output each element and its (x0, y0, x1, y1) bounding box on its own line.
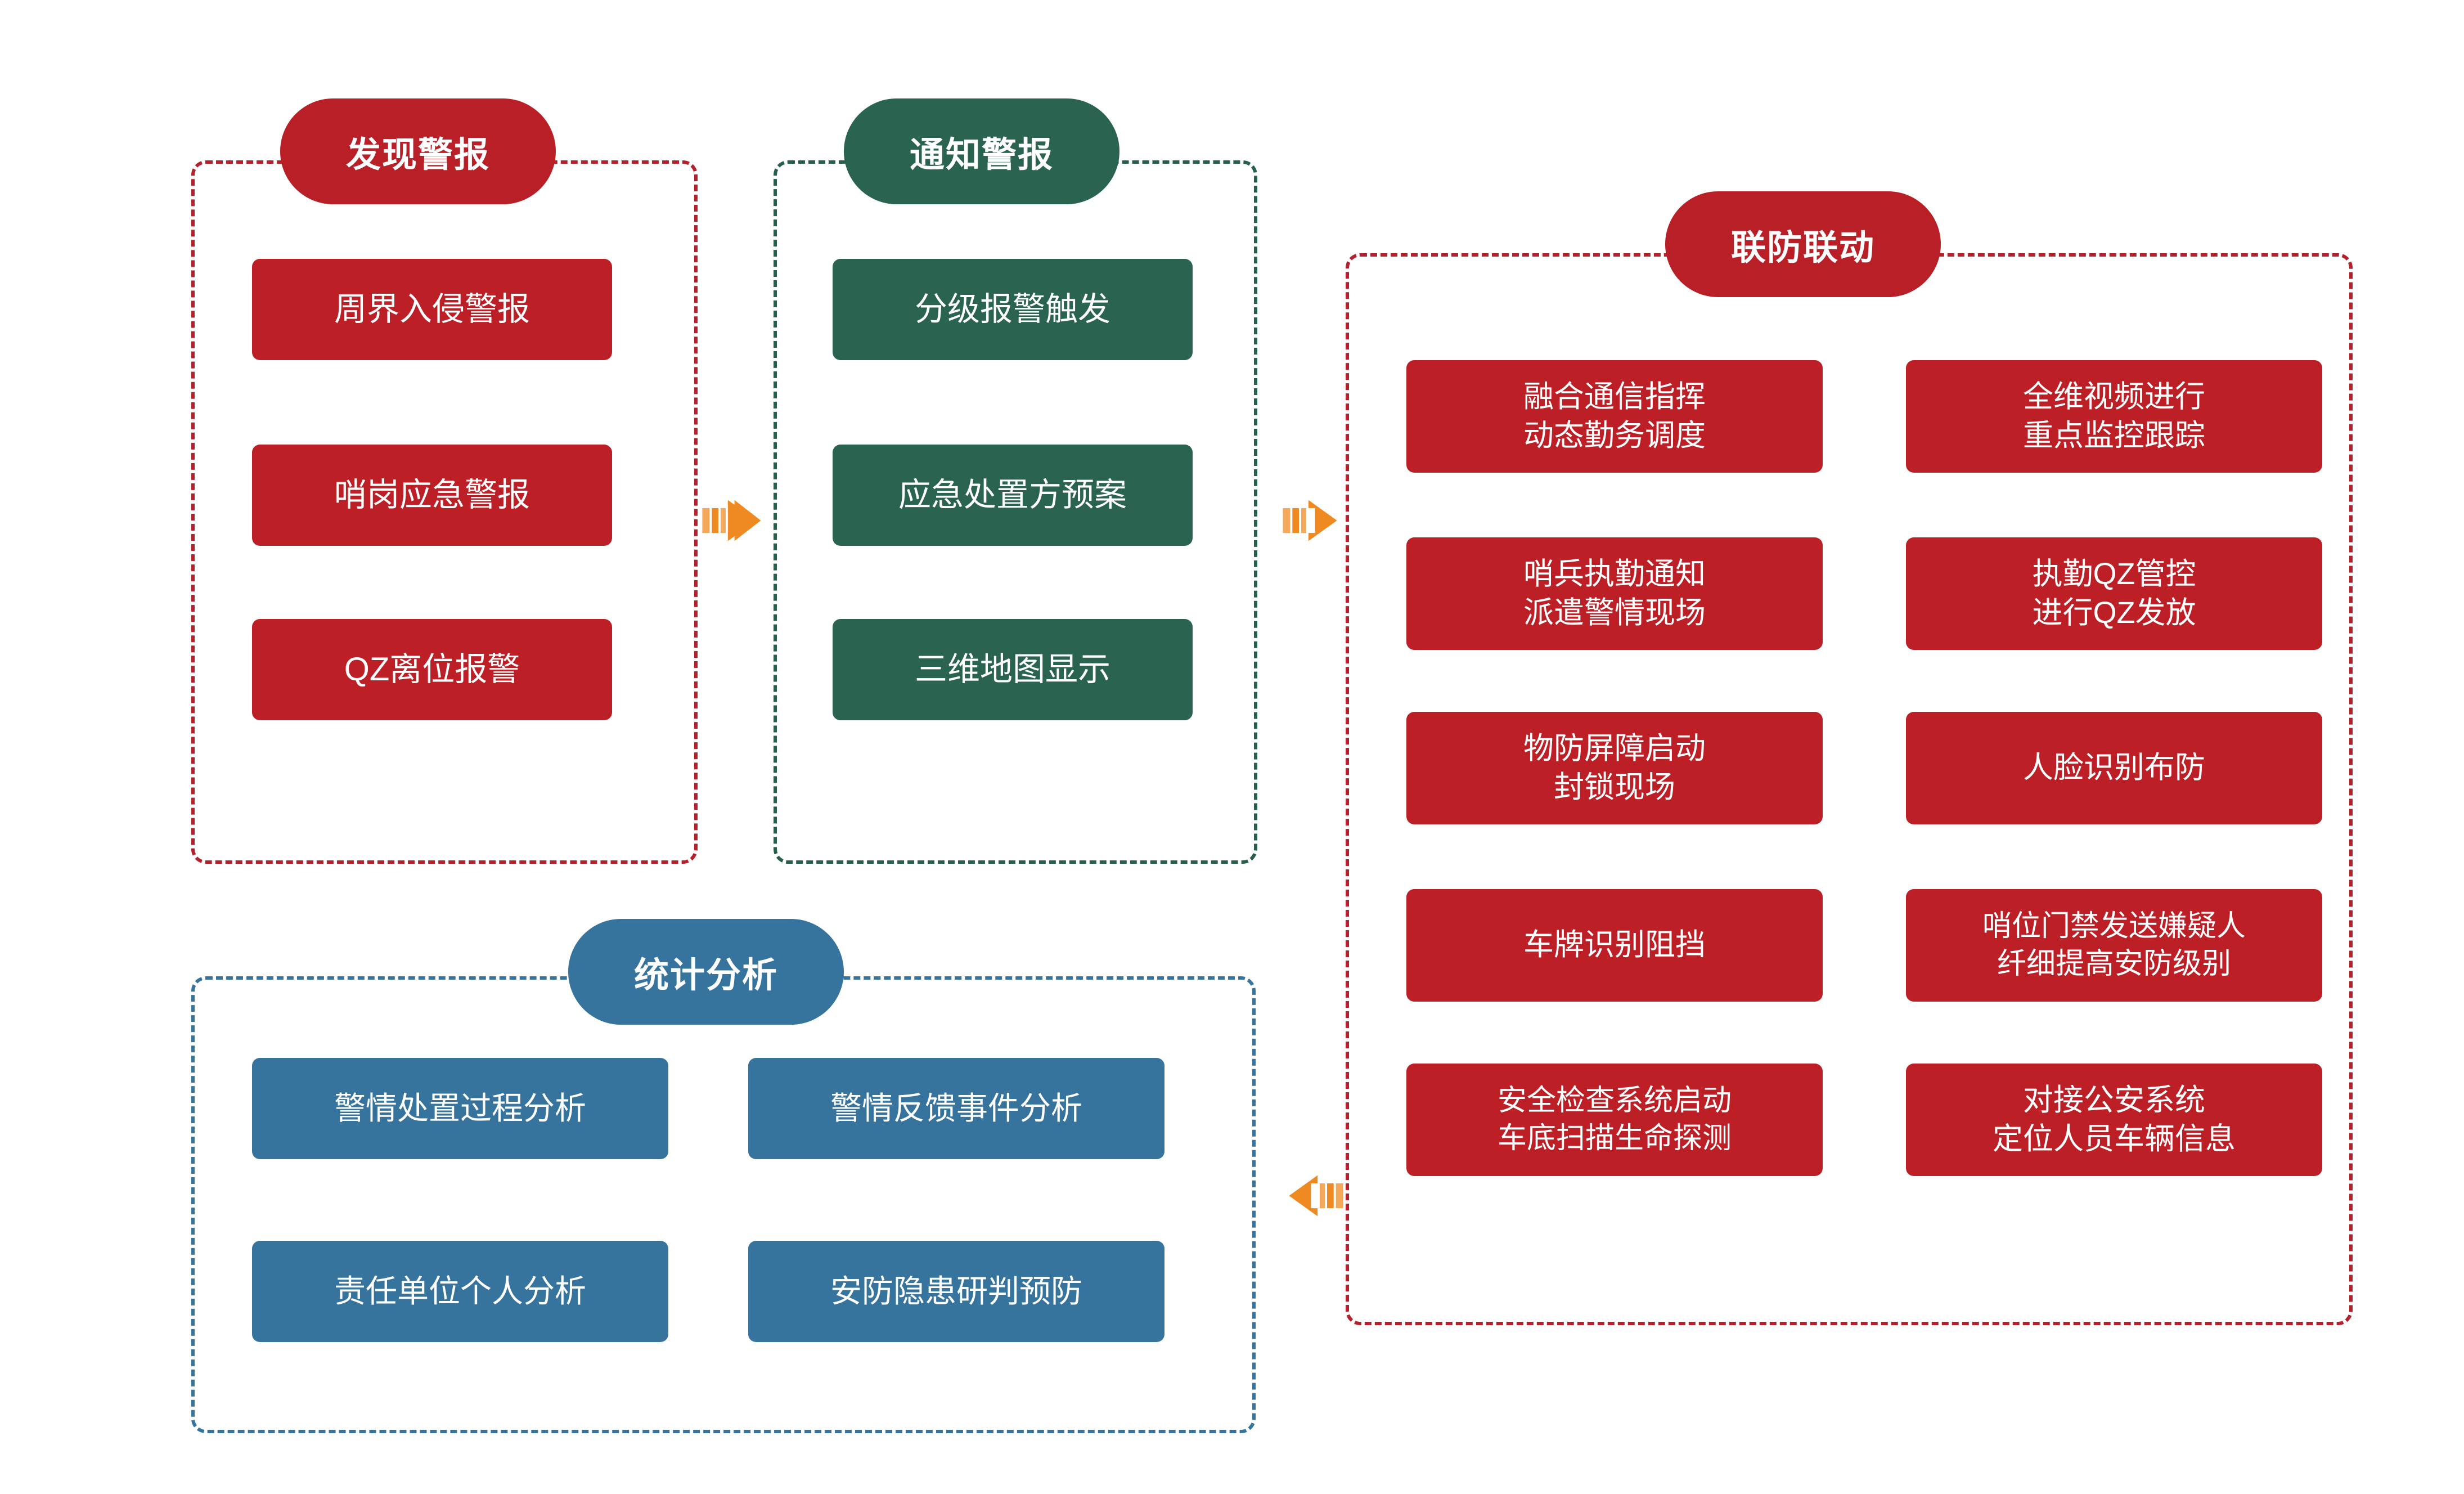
card-police-system-integration[interactable]: 对接公安系统 定位人员车辆信息 (1906, 1064, 2322, 1176)
card-converged-comm-command[interactable]: 融合通信指挥 动态勤务调度 (1406, 360, 1823, 473)
panel-title-statistical-analysis: 统计分析 (568, 919, 844, 1025)
card-alarm-handling-process-analysis[interactable]: 警情处置过程分析 (252, 1058, 668, 1159)
arrow-left-icon-joint-to-stats (1276, 1159, 1349, 1232)
card-emergency-response-plan[interactable]: 应急处置方预案 (833, 445, 1193, 546)
card-responsible-unit-person-analysis[interactable]: 责任单位个人分析 (252, 1241, 668, 1342)
card-license-plate-blocking[interactable]: 车牌识别阻挡 (1406, 889, 1823, 1002)
panel-statistical-analysis (191, 976, 1256, 1433)
card-perimeter-intrusion-alarm[interactable]: 周界入侵警报 (252, 259, 612, 360)
card-qz-offpost-alarm[interactable]: QZ离位报警 (252, 619, 612, 720)
card-sentry-emergency-alarm[interactable]: 哨岗应急警报 (252, 445, 612, 546)
card-face-recognition-deployment[interactable]: 人脸识别布防 (1906, 712, 2322, 824)
panel-title-discover-alarm: 发现警报 (280, 98, 556, 204)
arrow-right-icon-discover-to-notify (696, 484, 770, 557)
card-physical-barrier-lockdown[interactable]: 物防屏障启动 封锁现场 (1406, 712, 1823, 824)
panel-title-joint-defense: 联防联动 (1665, 191, 1941, 297)
card-gate-suspect-alert-level[interactable]: 哨位门禁发送嫌疑人 纤细提高安防级别 (1906, 889, 2322, 1002)
card-security-risk-prevention-analysis[interactable]: 安防隐患研判预防 (748, 1241, 1164, 1342)
card-security-check-undercar-scan[interactable]: 安全检查系统启动 车底扫描生命探测 (1406, 1064, 1823, 1176)
card-alarm-feedback-event-analysis[interactable]: 警情反馈事件分析 (748, 1058, 1164, 1159)
card-duty-qz-control[interactable]: 执勤QZ管控 进行QZ发放 (1906, 537, 2322, 650)
card-graded-alarm-trigger[interactable]: 分级报警触发 (833, 259, 1193, 360)
card-omni-video-tracking[interactable]: 全维视频进行 重点监控跟踪 (1906, 360, 2322, 473)
card-sentry-duty-dispatch[interactable]: 哨兵执勤通知 派遣警情现场 (1406, 537, 1823, 650)
panel-title-notify-alarm: 通知警报 (844, 98, 1119, 204)
card-3d-map-display[interactable]: 三维地图显示 (833, 619, 1193, 720)
arrow-right-icon-notify-to-joint (1277, 484, 1350, 557)
